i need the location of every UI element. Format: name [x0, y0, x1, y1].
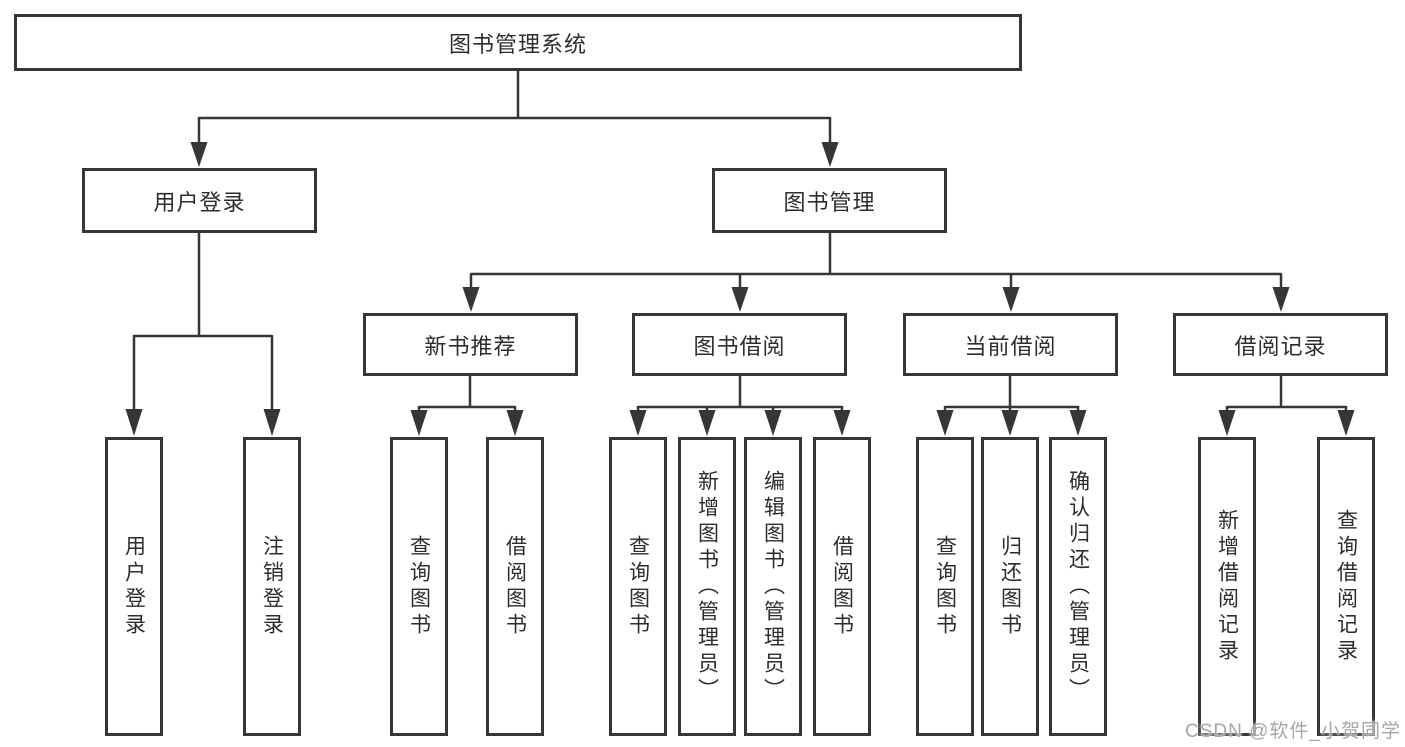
node-leaf-confirm-return-admin: 确认归还（管理员） — [1049, 437, 1107, 736]
leaf-label: 新增图书（管理员） — [695, 469, 719, 704]
node-leaf-user-login: 用户登录 — [105, 437, 163, 736]
node-book-management: 图书管理 — [712, 168, 947, 233]
leaf-label: 查询图书 — [933, 534, 957, 639]
node-book-borrowing: 图书借阅 — [632, 313, 847, 376]
node-user-login: 用户登录 — [82, 168, 317, 233]
leaf-label: 编辑图书（管理员） — [761, 469, 785, 704]
node-label: 图书管理 — [783, 189, 876, 215]
node-leaf-borrow-books-1: 借阅图书 — [486, 437, 544, 736]
node-current-borrowing: 当前借阅 — [903, 313, 1118, 376]
leaf-label: 归还图书 — [998, 534, 1022, 639]
node-leaf-add-borrow-record: 新增借阅记录 — [1198, 437, 1256, 736]
node-leaf-return-books: 归还图书 — [981, 437, 1039, 736]
node-leaf-logout: 注销登录 — [243, 437, 301, 736]
node-leaf-query-books-2: 查询图书 — [609, 437, 667, 736]
leaf-label: 查询图书 — [407, 534, 431, 639]
node-leaf-edit-books-admin: 编辑图书（管理员） — [744, 437, 802, 736]
csdn-watermark: CSDN @软件_小贺同学 — [1185, 721, 1401, 742]
leaf-label: 确认归还（管理员） — [1066, 469, 1090, 704]
leaf-label: 查询借阅记录 — [1334, 508, 1358, 665]
node-label: 用户登录 — [153, 189, 246, 215]
leaf-label: 用户登录 — [122, 534, 146, 639]
leaf-label: 新增借阅记录 — [1215, 508, 1239, 665]
node-leaf-query-books-3: 查询图书 — [916, 437, 974, 736]
leaf-label: 借阅图书 — [830, 534, 854, 639]
leaf-label: 查询图书 — [626, 534, 650, 639]
node-new-book-recommend: 新书推荐 — [363, 313, 578, 376]
node-label: 图书管理系统 — [448, 31, 587, 57]
node-label: 新书推荐 — [424, 333, 517, 359]
node-leaf-query-borrow-record: 查询借阅记录 — [1317, 437, 1375, 736]
node-borrowing-records: 借阅记录 — [1173, 313, 1388, 376]
leaf-label: 借阅图书 — [503, 534, 527, 639]
node-leaf-add-books-admin: 新增图书（管理员） — [678, 437, 736, 736]
node-label: 借阅记录 — [1234, 333, 1327, 359]
node-leaf-borrow-books-2: 借阅图书 — [813, 437, 871, 736]
node-leaf-query-books-1: 查询图书 — [390, 437, 448, 736]
node-library-management-system: 图书管理系统 — [14, 14, 1022, 71]
node-label: 图书借阅 — [693, 333, 786, 359]
leaf-label: 注销登录 — [260, 534, 284, 639]
node-label: 当前借阅 — [964, 333, 1057, 359]
